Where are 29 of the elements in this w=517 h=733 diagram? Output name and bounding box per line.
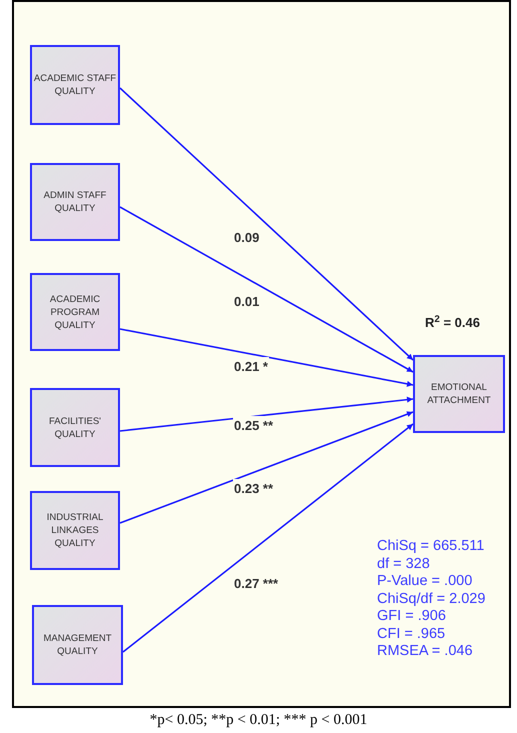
variable-box: [30, 491, 120, 570]
variable-box: [30, 273, 120, 351]
variable-name: INDUSTRIAL LINKAGES QUALITY: [46, 511, 104, 550]
caption: *p< 0.05; **p < 0.01; *** p < 0.001: [148, 711, 368, 730]
variable-name: ACADEMIC PROGRAM QUALITY: [48, 292, 102, 332]
variable-name: MANAGEMENT QUALITY: [42, 632, 113, 658]
variable-name: FACILITIES' QUALITY: [48, 414, 102, 440]
r-squared-label: R$^{2}$ = 0.46: [425, 313, 480, 332]
variable-box: [413, 355, 505, 433]
variable-box: [30, 388, 120, 467]
fit-statistic: ChiSq = 665.511: [377, 538, 486, 556]
path-arrow: [120, 206, 414, 373]
path-arrow: [122, 423, 414, 653]
path-arrow: [120, 328, 414, 387]
fit-statistic: P-Value = .000: [377, 573, 474, 590]
fit-statistic: GFI = .906: [377, 608, 447, 626]
path-arrow: [120, 396, 414, 432]
path-arrow: [120, 411, 414, 524]
variable-name: EMOTIONAL ATTACHMENT: [426, 381, 492, 407]
variable-box: [30, 45, 120, 125]
variable-name: ADMIN STAFF QUALITY: [42, 189, 108, 215]
variable-box: [30, 163, 120, 241]
variable-name: ACADEMIC STAFF QUALITY: [33, 72, 117, 98]
fit-statistic: RMSEA = .046: [377, 643, 474, 660]
fit-statistic: df = 328: [377, 556, 431, 573]
fit-statistic: CFI = .965: [377, 626, 446, 643]
path-arrow: [119, 87, 414, 361]
fit-statistic: ChiSq/df = 2.029: [377, 590, 486, 608]
variable-box: [32, 605, 123, 685]
